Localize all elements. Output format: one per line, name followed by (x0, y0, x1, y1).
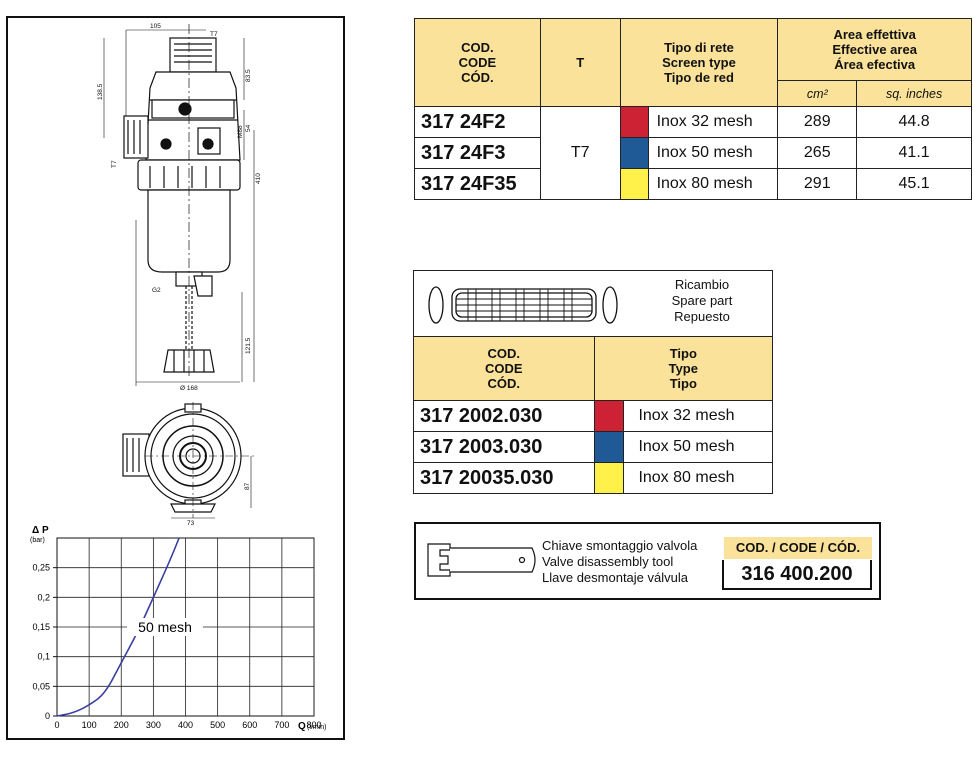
table-row: 317 24F2 T7 Inox 32 mesh 289 44.8 (414, 106, 972, 200)
table-row: 317 2003.030 Inox 50 mesh (413, 431, 773, 463)
spare-part-table: COD. CODE CÓD. Tipo Type Tipo 317 2002.0… (413, 336, 774, 494)
row-screen: Inox 50 mesh (647, 137, 779, 169)
spare-part-box: Ricambio Spare part Repuesto (413, 270, 773, 336)
row-cm2: 265 (777, 137, 858, 169)
spare-row-code: 317 2002.030 (413, 400, 595, 432)
dim-138-5: 138.5 (97, 83, 104, 100)
valve-tool-box: Chiave smontaggio valvola Valve disassem… (414, 522, 881, 600)
row-cm2: 289 (777, 106, 858, 138)
filter-top-view-drawing: 87 73 (122, 402, 255, 527)
row-code: 317 24F2 (414, 106, 541, 138)
dim-54: 54 (245, 124, 252, 132)
spare-row-code: 317 2003.030 (413, 431, 595, 463)
header-t: T (539, 18, 621, 107)
x-axis-symbol: Q (298, 721, 306, 732)
technical-drawing-panel (6, 16, 345, 740)
series-label: 50 mesh (138, 619, 192, 635)
x-tick-label: 700 (274, 720, 289, 730)
x-tick-label: 800 (306, 720, 321, 730)
row-code: 317 24F35 (414, 168, 541, 200)
x-tick-labels: 0 100 200 300 400 500 600 700 800 (54, 720, 321, 730)
unit-sq-inches: sq. inches (856, 80, 972, 107)
y-tick-label: 0,2 (37, 592, 50, 602)
dim-168: Ø 168 (180, 385, 198, 392)
chart-series: 50 mesh (56, 537, 204, 717)
screen-cartridge-icon (428, 286, 618, 324)
filter-models-table: COD. CODE CÓD. T Tipo di rete Screen typ… (414, 18, 972, 200)
x-axis-unit: (l/min) (307, 724, 326, 731)
y-axis-symbol: Δ P (32, 525, 49, 536)
tool-description: Chiave smontaggio valvola Valve disassem… (542, 538, 698, 585)
color-swatch-blue (619, 137, 649, 169)
header-effective-area: Area effettiva Effective area Área efect… (777, 18, 972, 81)
spare-header-code: COD. CODE CÓD. (413, 336, 595, 401)
header-code: COD. CODE CÓD. (414, 18, 541, 107)
spare-row-screen: Inox 32 mesh (623, 400, 773, 432)
dim-m88: M88 (237, 125, 244, 138)
row-cm2: 291 (777, 168, 858, 200)
spare-row-code: 317 20035.030 (413, 462, 595, 494)
dim-121-5: 121.5 (245, 337, 252, 354)
color-swatch-red (593, 400, 625, 432)
row-screen: Inox 32 mesh (647, 106, 779, 138)
row-screen: Inox 80 mesh (647, 168, 779, 200)
color-swatch-red (619, 106, 649, 138)
wrench-tool-icon (427, 543, 536, 577)
table-row: 317 2002.030 Inox 32 mesh (413, 400, 773, 432)
y-tick-label: 0 (45, 711, 50, 721)
row-code: 317 24F3 (414, 137, 541, 169)
spare-header-type: Tipo Type Tipo (593, 336, 774, 401)
row-sq: 45.1 (856, 168, 972, 200)
spare-row-screen: Inox 80 mesh (623, 462, 773, 494)
y-tick-label: 0,1 (37, 652, 50, 662)
dim-g2: G2 (152, 287, 161, 294)
dim-105: 105 (150, 23, 161, 30)
y-tick-labels: 0 0,05 0,1 0,15 0,2 0,25 (32, 563, 57, 721)
x-tick-label: 200 (114, 720, 129, 730)
color-swatch-yellow (619, 168, 649, 200)
dim-410: 410 (255, 173, 262, 184)
y-tick-label: 0,05 (32, 681, 50, 691)
y-tick-label: 0,25 (32, 563, 50, 573)
x-tick-label: 600 (242, 720, 257, 730)
series-label-bg (127, 618, 204, 636)
row-sq: 41.1 (856, 137, 972, 169)
spare-row-screen: Inox 50 mesh (623, 431, 773, 463)
x-tick-label: 100 (82, 720, 97, 730)
row-sq: 44.8 (856, 106, 972, 138)
series-line (56, 537, 180, 717)
color-swatch-yellow (593, 462, 625, 494)
dim-73: 73 (187, 520, 195, 527)
dim-t7-side: T7 (111, 160, 118, 168)
filter-side-view-drawing: 105 T7 138.5 83.5 54 M88 T7 410 G2 121.5… (97, 23, 262, 392)
dim-83-5: 83.5 (245, 69, 252, 82)
table-row: 317 24F35 Inox 80 mesh 291 45.1 (414, 168, 972, 200)
tool-code-value: 316 400.200 (722, 560, 872, 590)
t-value: T7 (539, 106, 621, 200)
tool-code-label: COD. / CODE / CÓD. (724, 537, 872, 559)
unit-cm2: cm² (777, 80, 858, 107)
x-tick-label: 500 (210, 720, 225, 730)
dim-t7-top: T7 (210, 31, 218, 38)
dim-87: 87 (244, 482, 251, 490)
table-row: 317 20035.030 Inox 80 mesh (413, 462, 773, 494)
y-axis-unit: (bar) (30, 537, 45, 544)
pressure-loss-chart: Δ P (bar) 0 0,05 0,1 0,15 0,2 0,25 0 100 200 300… (30, 525, 326, 732)
header-screen-type: Tipo di rete Screen type Tipo de red (619, 18, 779, 107)
x-tick-label: 0 (54, 720, 59, 730)
table-row: 317 24F3 Inox 50 mesh 265 41.1 (414, 137, 972, 169)
color-swatch-blue (593, 431, 625, 463)
x-tick-label: 400 (178, 720, 193, 730)
y-tick-label: 0,15 (32, 622, 50, 632)
x-tick-label: 300 (146, 720, 161, 730)
spare-part-caption: Ricambio Spare part Repuesto (671, 277, 733, 324)
